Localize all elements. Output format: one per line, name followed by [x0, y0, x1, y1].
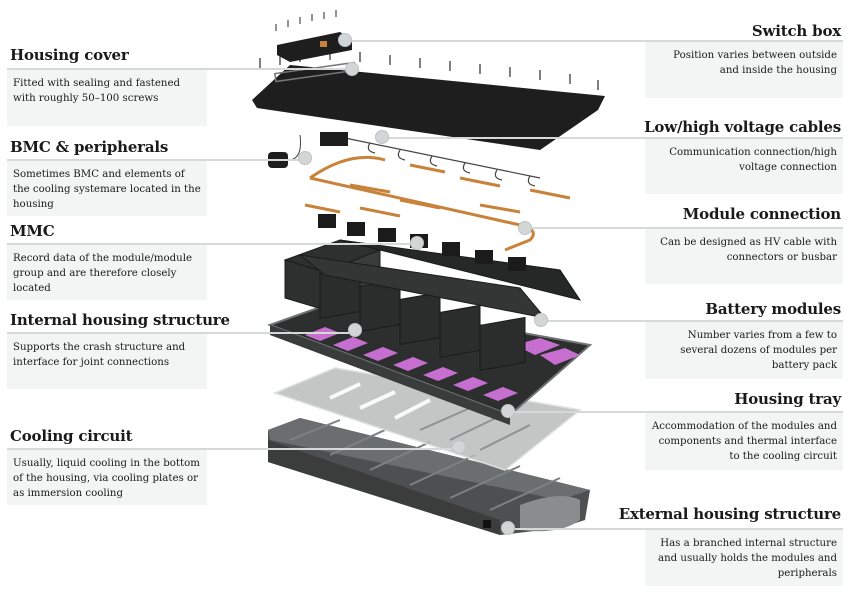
leader-line-housing-cover [7, 68, 352, 70]
label-description-module-connection: Can be designed as HV cable with connect… [645, 229, 843, 284]
label-description-cooling-circuit: Usually, liquid cooling in the bottom of… [7, 450, 207, 505]
label-description-internal-housing-structure: Supports the crash structure and interfa… [7, 334, 207, 389]
callout-dot-mmc [410, 236, 424, 250]
label-description-external-housing-structure: Has a branched internal structure and us… [645, 530, 843, 586]
callout-dot-battery-modules [534, 313, 548, 327]
module-connection-illustration [304, 155, 571, 252]
leader-line-mmc [7, 243, 417, 245]
leader-line-housing-tray [513, 411, 843, 413]
label-title-switch-box: Switch box [751, 22, 841, 40]
callout-dot-switch-box [338, 33, 352, 47]
label-description-mmc: Record data of the module/module group a… [7, 245, 207, 300]
leader-line-bmc-peripherals [7, 159, 307, 161]
leader-line-battery-modules [545, 320, 843, 322]
callout-dot-housing-cover [345, 62, 359, 76]
label-title-housing-cover: Housing cover [10, 46, 129, 64]
label-title-module-connection: Module connection [682, 205, 841, 223]
label-title-housing-tray: Housing tray [734, 390, 841, 408]
callout-dot-internal-housing-structure [348, 323, 362, 337]
battery-modules-illustration [283, 239, 582, 371]
label-description-housing-cover: Fitted with sealing and fastened with ro… [7, 70, 207, 126]
callout-dot-cooling-circuit [452, 440, 466, 454]
callout-dot-low-high-voltage-cables [375, 130, 389, 144]
label-description-switch-box: Position varies between outside and insi… [645, 42, 843, 98]
leader-line-module-connection [530, 227, 843, 229]
callout-dot-module-connection [518, 221, 532, 235]
label-description-bmc-peripherals: Sometimes BMC and elements of the coolin… [7, 161, 207, 216]
cable-harness-illustration [344, 137, 541, 187]
leader-line-internal-housing-structure [7, 332, 357, 334]
housing-cover-illustration [252, 50, 605, 150]
mmc-illustration [318, 214, 526, 271]
label-description-battery-modules: Number varies from a few to several doze… [645, 322, 843, 379]
label-title-bmc-peripherals: BMC & peripherals [10, 138, 169, 156]
callout-dot-external-housing-structure [501, 521, 515, 535]
cooling-plate-illustration [272, 367, 582, 471]
leader-line-external-housing-structure [513, 528, 843, 530]
label-title-internal-housing-structure: Internal housing structure [10, 311, 230, 329]
label-description-housing-tray: Accommodation of the modules and compone… [645, 413, 843, 470]
leader-line-low-high-voltage-cables [382, 137, 843, 139]
leader-line-switch-box [346, 40, 843, 42]
callout-dot-housing-tray [501, 404, 515, 418]
leader-line-cooling-circuit [7, 448, 462, 450]
callout-dot-bmc-peripherals [298, 151, 312, 165]
label-description-low-high-voltage-cables: Communication connection/high voltage co… [645, 139, 843, 194]
external-housing-structure-illustration [268, 418, 590, 535]
label-title-external-housing-structure: External housing structure [618, 505, 841, 523]
label-title-battery-modules: Battery modules [705, 300, 841, 318]
label-title-mmc: MMC [10, 222, 55, 240]
label-title-low-high-voltage-cables: Low/high voltage cables [644, 118, 841, 136]
label-title-cooling-circuit: Cooling circuit [10, 427, 133, 445]
switch-box-illustration [275, 10, 352, 62]
